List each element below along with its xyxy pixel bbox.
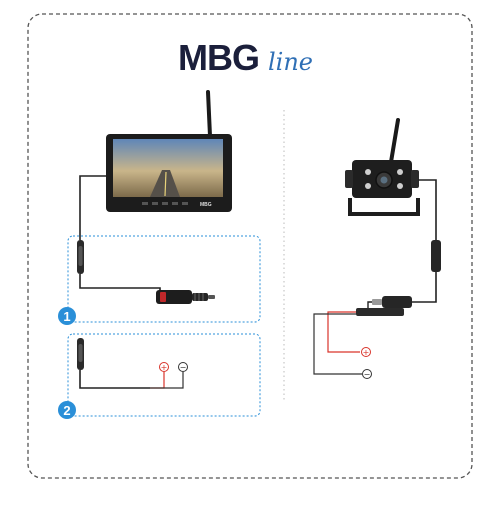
camera-positive-sign: + <box>363 348 370 357</box>
step-1-badge: 1 <box>58 307 76 325</box>
brand-suffix: line <box>268 48 313 76</box>
brand-name: MBG <box>178 37 259 78</box>
step-1-number: 1 <box>63 309 70 324</box>
camera-led-bottom-left <box>365 183 371 189</box>
inline-fuse-2 <box>77 338 84 370</box>
camera-negative-sign: − <box>364 370 371 379</box>
monitor-positive-sign: + <box>161 363 168 372</box>
camera-negative-terminal: − <box>362 369 372 379</box>
monitor: MBG <box>106 90 232 212</box>
step-2-number: 2 <box>63 403 70 418</box>
camera-led-bottom-right <box>397 183 403 189</box>
monitor-positive-lead <box>150 372 165 389</box>
monitor-badge: MBG <box>200 202 212 208</box>
brand-logo: MBG line <box>178 37 313 78</box>
splitter-block <box>356 308 404 316</box>
monitor-negative-terminal: − <box>178 362 188 372</box>
step-1-box <box>67 235 261 323</box>
lighter-cable <box>79 274 161 296</box>
monitor-power-cable <box>79 175 106 240</box>
camera-cable <box>418 179 437 240</box>
camera-led-left <box>365 169 371 175</box>
camera-positive-terminal: + <box>361 347 371 357</box>
monitor-positive-terminal: + <box>159 362 169 372</box>
step-2-box <box>67 333 261 417</box>
cigarette-lighter-plug <box>156 290 215 304</box>
camera <box>345 118 420 216</box>
hardwire-cable <box>79 370 150 389</box>
screen-road-line <box>164 171 167 197</box>
monitor-antenna <box>206 90 212 138</box>
camera-led-right <box>397 169 403 175</box>
monitor-buttons <box>142 202 188 205</box>
camera-positive-lead <box>327 311 360 353</box>
monitor-negative-sign: − <box>180 363 187 372</box>
camera-side-left <box>345 170 353 188</box>
camera-mount-bracket <box>348 198 420 216</box>
monitor-negative-lead <box>150 372 184 389</box>
camera-side-right <box>411 170 419 188</box>
camera-negative-lead <box>313 313 362 375</box>
outer-dashed-frame <box>27 13 473 479</box>
inline-fuse-1 <box>77 240 84 274</box>
camera-cable-lower <box>412 272 437 303</box>
dc-connector <box>372 296 412 308</box>
camera-antenna <box>389 118 400 164</box>
step-2-badge: 2 <box>58 401 76 419</box>
camera-cable-connector <box>431 240 441 272</box>
